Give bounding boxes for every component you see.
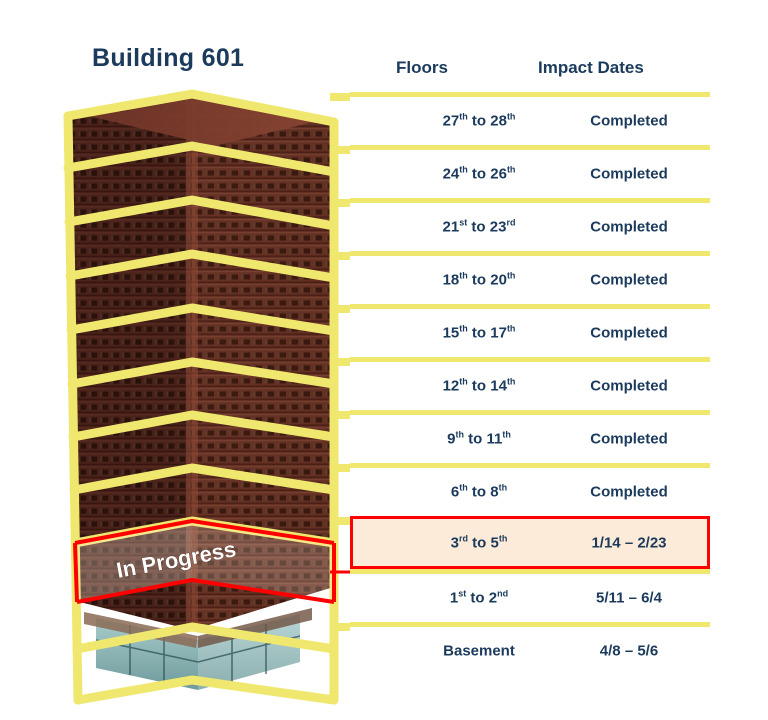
page-title: Building 601 [92, 44, 245, 72]
cell-impact-date: 1/14 – 2/23 [591, 534, 667, 551]
cell-impact-date: 5/11 – 6/4 [596, 589, 662, 607]
table-row-basement[interactable]: Basement 4/8 – 5/6 [350, 622, 710, 675]
building-svg: In Progress [63, 89, 400, 705]
cell-floors: 9th to 11th [447, 429, 511, 448]
in-progress-top-edge [74, 519, 335, 545]
table-row[interactable]: 9th to 11th Completed [350, 410, 710, 463]
cell-impact-date: Completed [590, 218, 668, 236]
building-illustration: In Progress [63, 89, 400, 705]
table-row[interactable]: 1st to 2nd 5/11 – 6/4 [350, 569, 710, 622]
table-row[interactable]: 27th to 28th Completed [350, 92, 710, 145]
floor-band-12-14 [68, 410, 339, 442]
cell-impact-date: Completed [590, 324, 668, 342]
floor-band-27-28 [63, 141, 339, 177]
table-row[interactable]: 24th to 26th Completed [350, 145, 710, 198]
table-row[interactable]: 15th to 17th Completed [350, 304, 710, 357]
cell-floors: 6th to 8th [450, 482, 508, 501]
table-row-highlighted[interactable]: 3rd to 5th 1/14 – 2/23 [350, 516, 710, 569]
cell-impact-date: Completed [590, 271, 668, 289]
floor-band-group [63, 89, 339, 705]
in-progress-band [73, 519, 400, 604]
cell-floors: 15th to 17th [442, 323, 516, 342]
cell-impact-date: Completed [590, 377, 668, 395]
tower-front-face [72, 90, 192, 630]
band-rail-left [63, 111, 83, 705]
floor-band-15-17 [67, 357, 339, 389]
cell-floors: 12th to 14th [442, 376, 516, 395]
in-progress-rail-left [73, 542, 79, 603]
column-header-dates: Impact Dates [538, 58, 644, 77]
floor-band-roof [63, 89, 339, 127]
floor-band-1-2 [72, 622, 339, 654]
tower-right-face [192, 90, 330, 630]
floor-band-21-23 [65, 249, 339, 283]
table-row[interactable]: 18th to 20th Completed [350, 251, 710, 304]
cell-impact-date: Completed [590, 430, 668, 448]
cell-impact-date: 4/8 – 5/6 [599, 642, 659, 660]
cell-floors: 1st to 2nd [449, 588, 509, 607]
cell-impact-date: Completed [590, 483, 668, 501]
podium-glass-base [84, 608, 312, 690]
cell-floors: 27th to 28th [442, 111, 516, 130]
table-row[interactable]: 6th to 8th Completed [350, 463, 710, 516]
in-progress-bottom-edge [76, 578, 335, 604]
cell-floors: Basement [443, 642, 515, 660]
table-row[interactable]: 21st to 23rd Completed [350, 198, 710, 251]
floor-band-24-26 [64, 195, 339, 231]
cell-floors: 21st to 23rd [442, 217, 516, 236]
floor-band-basement [73, 675, 339, 705]
floors-table: 27th to 28th Completed 24th to 26th Comp… [350, 92, 710, 675]
floor-band-9-11 [69, 463, 339, 495]
floor-band-18-20 [66, 303, 339, 336]
cell-impact-date: Completed [590, 112, 668, 130]
cell-floors: 24th to 26th [442, 164, 516, 183]
column-header-floors: Floors [396, 58, 448, 77]
table-row[interactable]: 12th to 14th Completed [350, 357, 710, 410]
cell-floors: 3rd to 5th [450, 533, 508, 552]
cell-impact-date: Completed [590, 165, 668, 183]
cell-floors: 18th to 20th [442, 270, 516, 289]
